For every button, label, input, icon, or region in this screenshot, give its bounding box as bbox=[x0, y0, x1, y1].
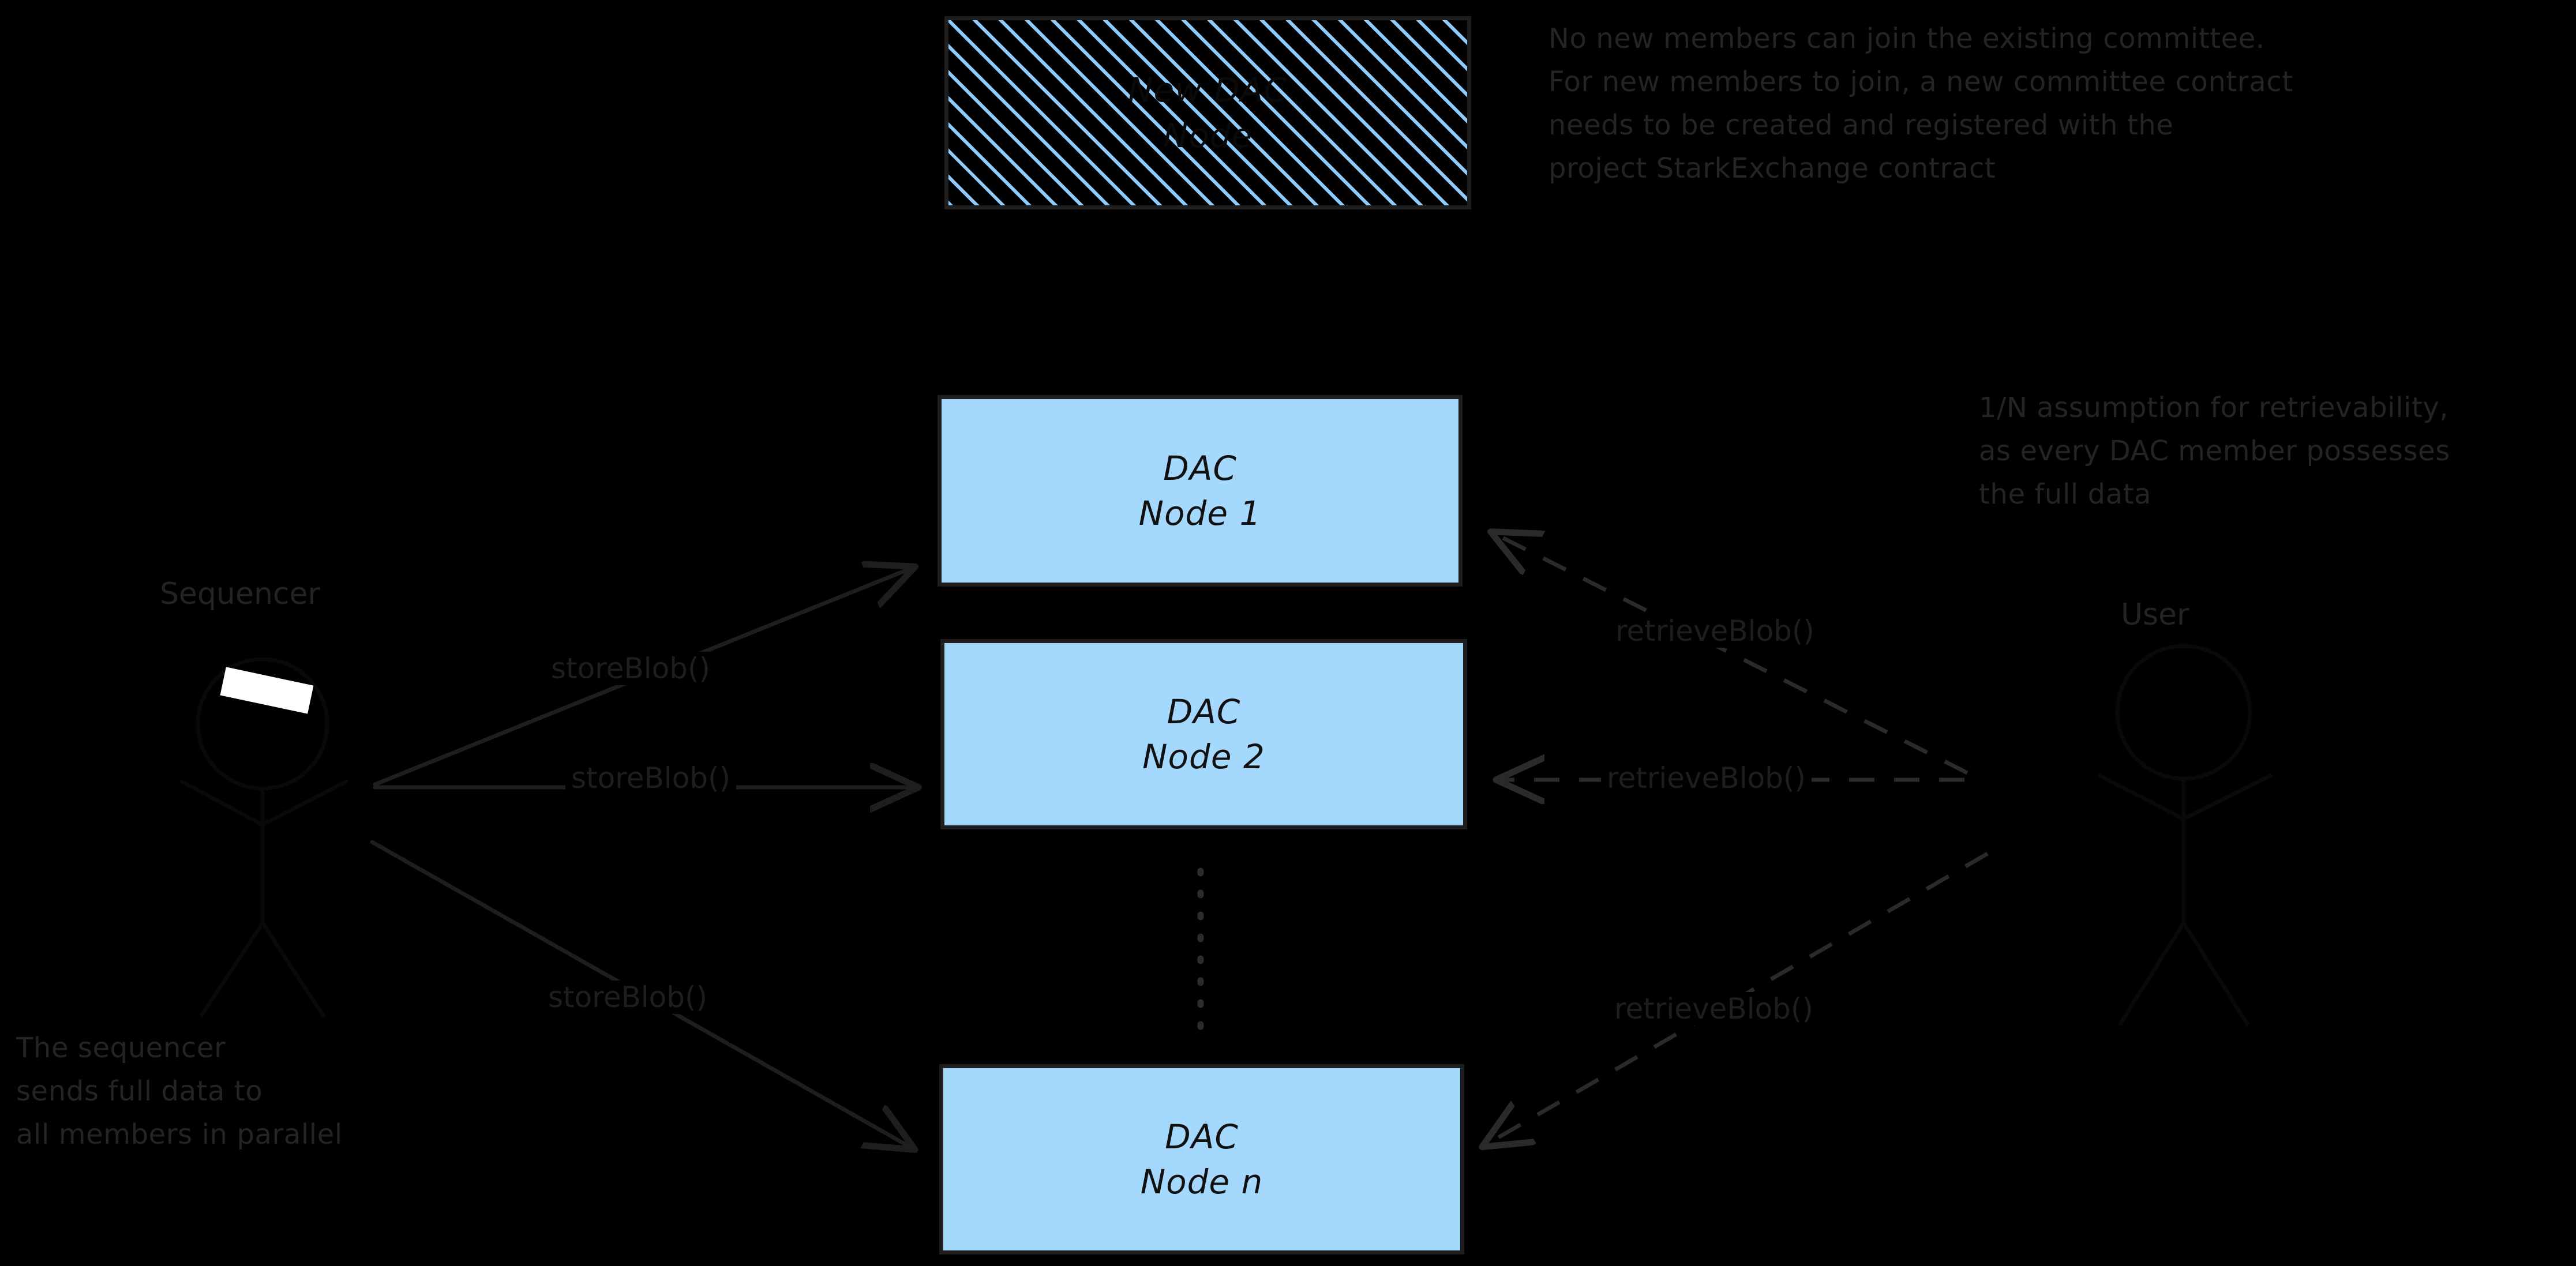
edge-label-store-blob-node2: storeBlob() bbox=[565, 761, 737, 795]
dac-node-1-line2: Node 1 bbox=[1138, 494, 1262, 533]
edge-label-retrieve-blob-node1: retrieveBlob() bbox=[1610, 614, 1820, 648]
dac-node-2-box[interactable]: DAC Node 2 bbox=[940, 639, 1467, 829]
new-dac-node-box[interactable]: New DAC Node bbox=[944, 16, 1471, 209]
person-icon-sequencer bbox=[179, 657, 348, 1017]
new-dac-node-line2: Node bbox=[1163, 115, 1253, 155]
new-dac-node-line1: New DAC bbox=[1128, 70, 1288, 110]
annotation-right: 1/N assumption for retrievability, as ev… bbox=[1979, 392, 2450, 510]
edge-label-store-blob-noden: storeBlob() bbox=[542, 981, 714, 1014]
dac-node-n-line1: DAC bbox=[1165, 1117, 1239, 1156]
dac-node-2-line2: Node 2 bbox=[1142, 737, 1265, 776]
edge-retrieve-blob-node1 bbox=[1494, 534, 1968, 775]
person-icon-user bbox=[2098, 644, 2273, 1026]
annotation-bottom-left: The sequencer sends full data to all mem… bbox=[16, 1032, 343, 1151]
dac-node-1-box[interactable]: DAC Node 1 bbox=[938, 395, 1463, 587]
dac-node-2-line1: DAC bbox=[1167, 692, 1241, 731]
edge-label-store-blob-node1: storeBlob() bbox=[545, 652, 717, 685]
edge-label-retrieve-blob-noden: retrieveBlob() bbox=[1608, 992, 1819, 1025]
dac-node-1-line1: DAC bbox=[1163, 448, 1237, 488]
dac-node-n-line2: Node n bbox=[1140, 1162, 1263, 1201]
edge-label-retrieve-blob-node2: retrieveBlob() bbox=[1601, 761, 1812, 795]
dac-node-n-box[interactable]: DAC Node n bbox=[939, 1064, 1464, 1254]
user-label: User bbox=[2121, 598, 2189, 632]
annotation-top-right: No new members can join the existing com… bbox=[1548, 22, 2293, 185]
sequencer-label: Sequencer bbox=[160, 577, 320, 611]
